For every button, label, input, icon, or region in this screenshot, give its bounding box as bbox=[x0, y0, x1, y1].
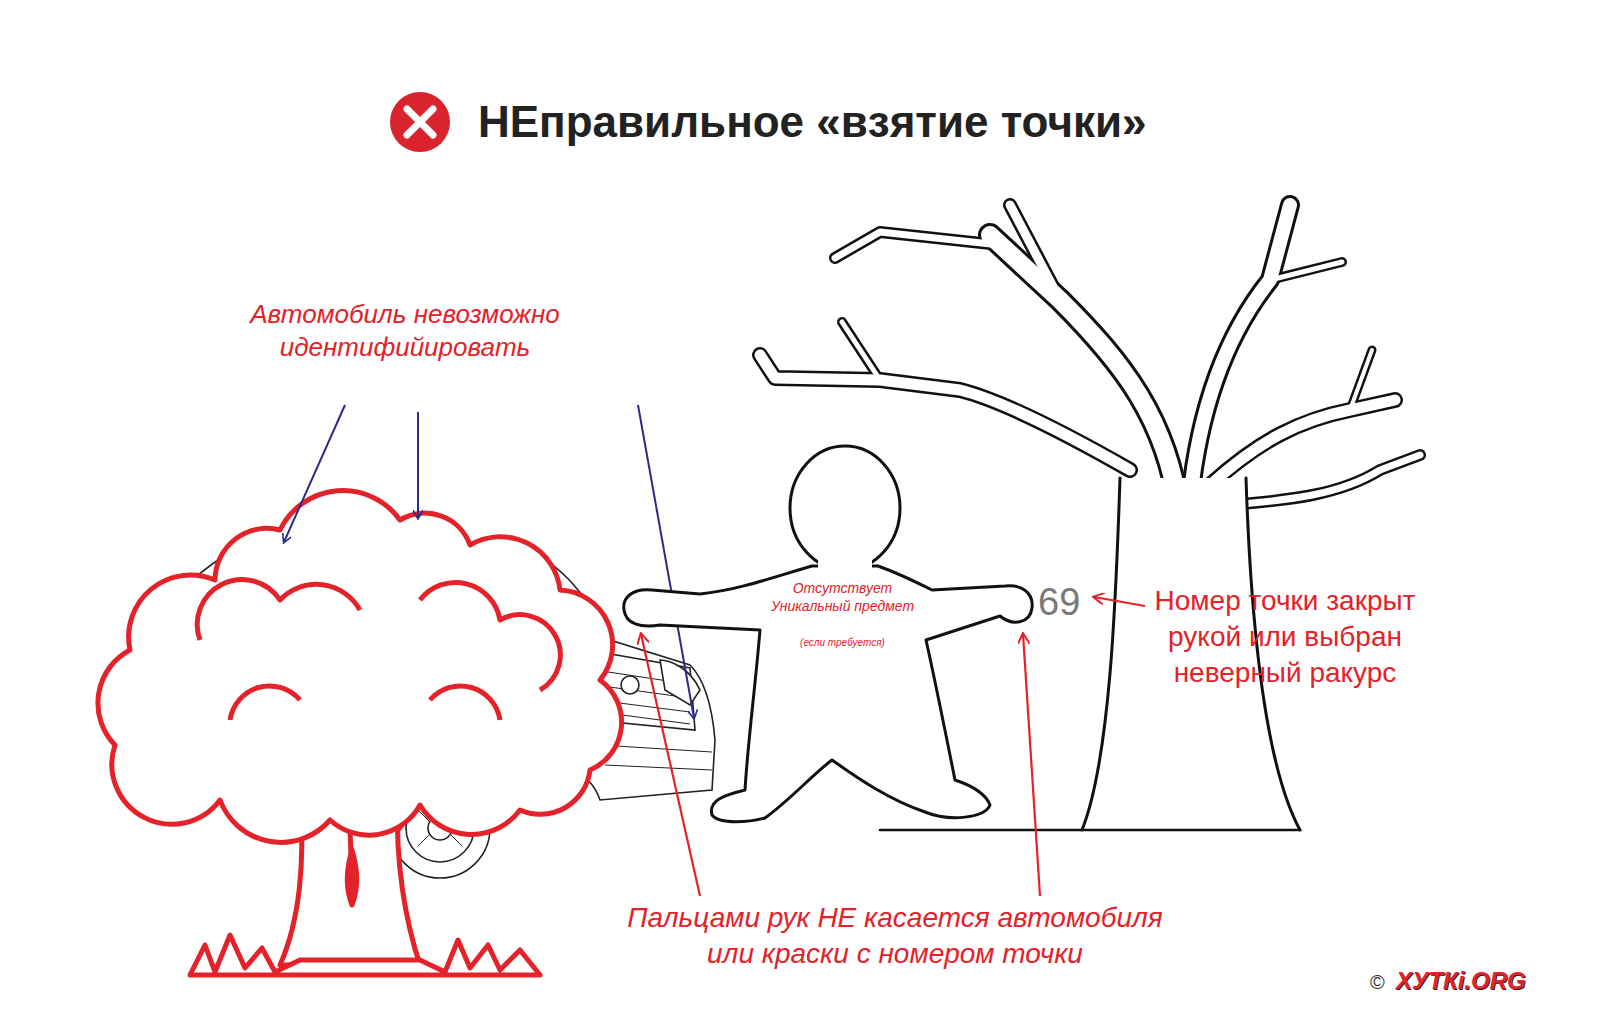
node-subnote: (если требуется) bbox=[770, 637, 915, 650]
point-number: 69 bbox=[1038, 578, 1080, 627]
node-note: Отсутствует Уникальный предмет bbox=[770, 580, 915, 615]
watermark: ХУТКi.ORG bbox=[1396, 966, 1526, 997]
callout-note: Пальцами рук НЕ касается автомобиля или … bbox=[608, 900, 1182, 972]
title: НЕправильное «взятие точки» bbox=[478, 94, 1147, 150]
callout-note: Номер точки закрыт рукой или выбран неве… bbox=[1150, 583, 1420, 690]
person-figure: Отсутствует Уникальный предмет (если треб… bbox=[620, 440, 1060, 840]
red-tree bbox=[98, 491, 622, 975]
leader-lines bbox=[284, 405, 1145, 896]
callout-note: Автомобиль невозможно идентифийировать bbox=[205, 298, 605, 365]
copyright-sign: © bbox=[1370, 970, 1385, 996]
error-icon bbox=[390, 92, 450, 152]
